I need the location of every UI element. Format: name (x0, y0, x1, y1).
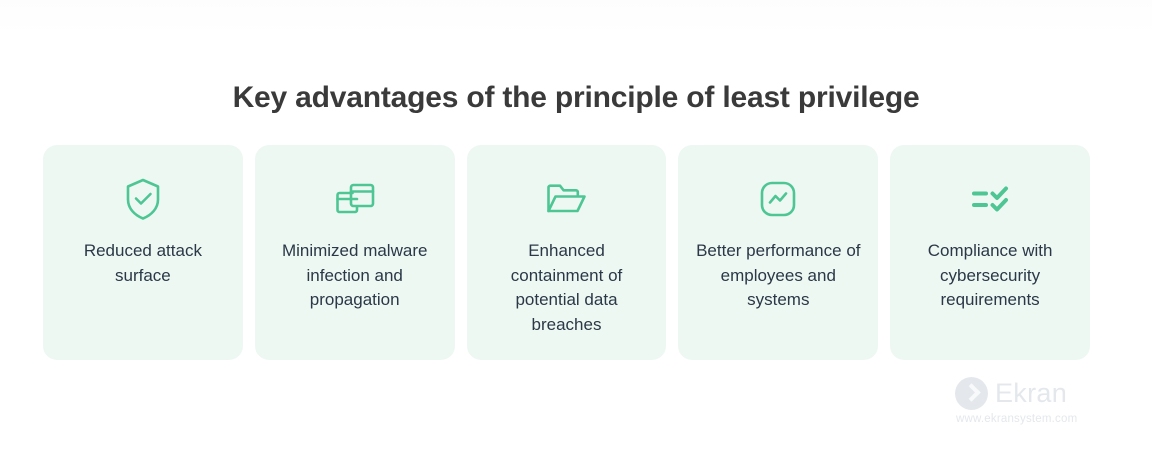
watermark-brand-name: Ekran (995, 378, 1068, 408)
advantage-card-label: Compliance with cybersecurity requiremen… (927, 241, 1053, 309)
advantage-card-reduced-attack-surface: Reduced attack surface (43, 145, 243, 360)
advantage-card-label: Reduced attack surface (83, 241, 202, 285)
advantage-cards-row: Reduced attack surface Minimized malware… (43, 145, 1090, 360)
ekran-chevron-logo-icon (955, 376, 988, 410)
brand-watermark: Ekran www.ekransystem.com (955, 376, 1105, 432)
open-folder-icon (540, 173, 592, 225)
advantage-card-label: Better performance of employees and syst… (696, 241, 861, 309)
performance-chart-icon (752, 173, 804, 225)
advantage-card-enhanced-containment: Enhanced containment of potential data b… (466, 145, 667, 360)
top-gradient-strip (0, 0, 1152, 34)
advantage-card-minimized-malware: Minimized malware infection and propagat… (254, 145, 455, 360)
advantage-card-label: Enhanced containment of potential data b… (510, 241, 623, 334)
windows-overlap-icon (329, 173, 381, 225)
checklist-icon (964, 173, 1016, 225)
page-title: Key advantages of the principle of least… (232, 81, 920, 114)
watermark-url: www.ekransystem.com (956, 413, 1078, 425)
shield-check-icon (117, 173, 169, 225)
advantage-card-better-performance: Better performance of employees and syst… (678, 145, 879, 360)
watermark-logo-row: Ekran (955, 376, 1105, 410)
advantage-card-compliance: Compliance with cybersecurity requiremen… (890, 145, 1090, 360)
advantage-card-label: Minimized malware infection and propagat… (281, 241, 428, 309)
